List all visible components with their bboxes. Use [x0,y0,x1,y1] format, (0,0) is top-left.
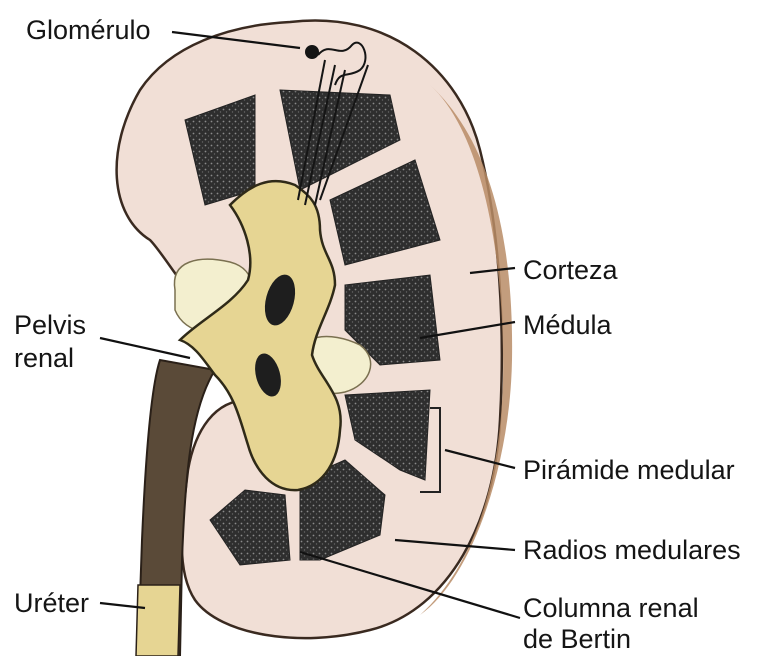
label-columna-line2: de Bertin [523,624,631,655]
label-glomerulo: Glomérulo [26,15,151,46]
ureter-lower [136,585,180,656]
label-pelvis-line2: renal [14,343,74,374]
label-columna-line1: Columna renal [523,593,699,624]
label-piramide: Pirámide medular [523,455,735,486]
label-corteza: Corteza [523,255,618,286]
label-ureter: Uréter [14,588,89,619]
label-pelvis-line1: Pelvis [14,310,86,341]
label-medula: Médula [523,310,612,341]
label-radios: Radios medulares [523,535,741,566]
